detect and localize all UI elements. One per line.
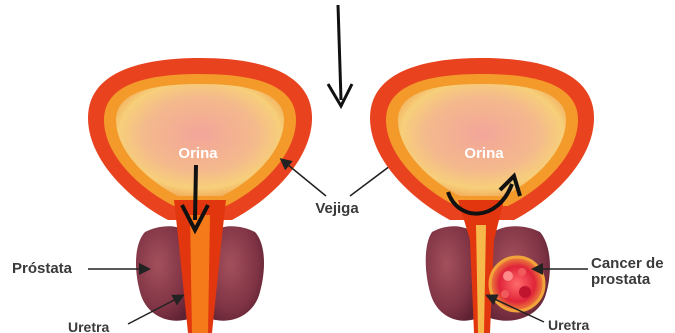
left-urethra-label: Uretra [68, 319, 109, 333]
right-urethra-label: Uretra [548, 317, 589, 333]
top-down-arrow [328, 5, 352, 106]
left-bladder [88, 58, 312, 220]
tumor [490, 257, 544, 311]
right-bladder [370, 58, 594, 220]
bladder-pointer-left [282, 160, 326, 196]
left-urine-label: Orina [178, 145, 218, 162]
bladder-label: Vejiga [315, 200, 359, 217]
cancer-label-line2: prostata [591, 271, 651, 288]
right-urine-label: Orina [464, 145, 504, 162]
cancer-label-line1: Cancer de [591, 255, 664, 272]
prostate-label: Próstata [12, 260, 73, 277]
